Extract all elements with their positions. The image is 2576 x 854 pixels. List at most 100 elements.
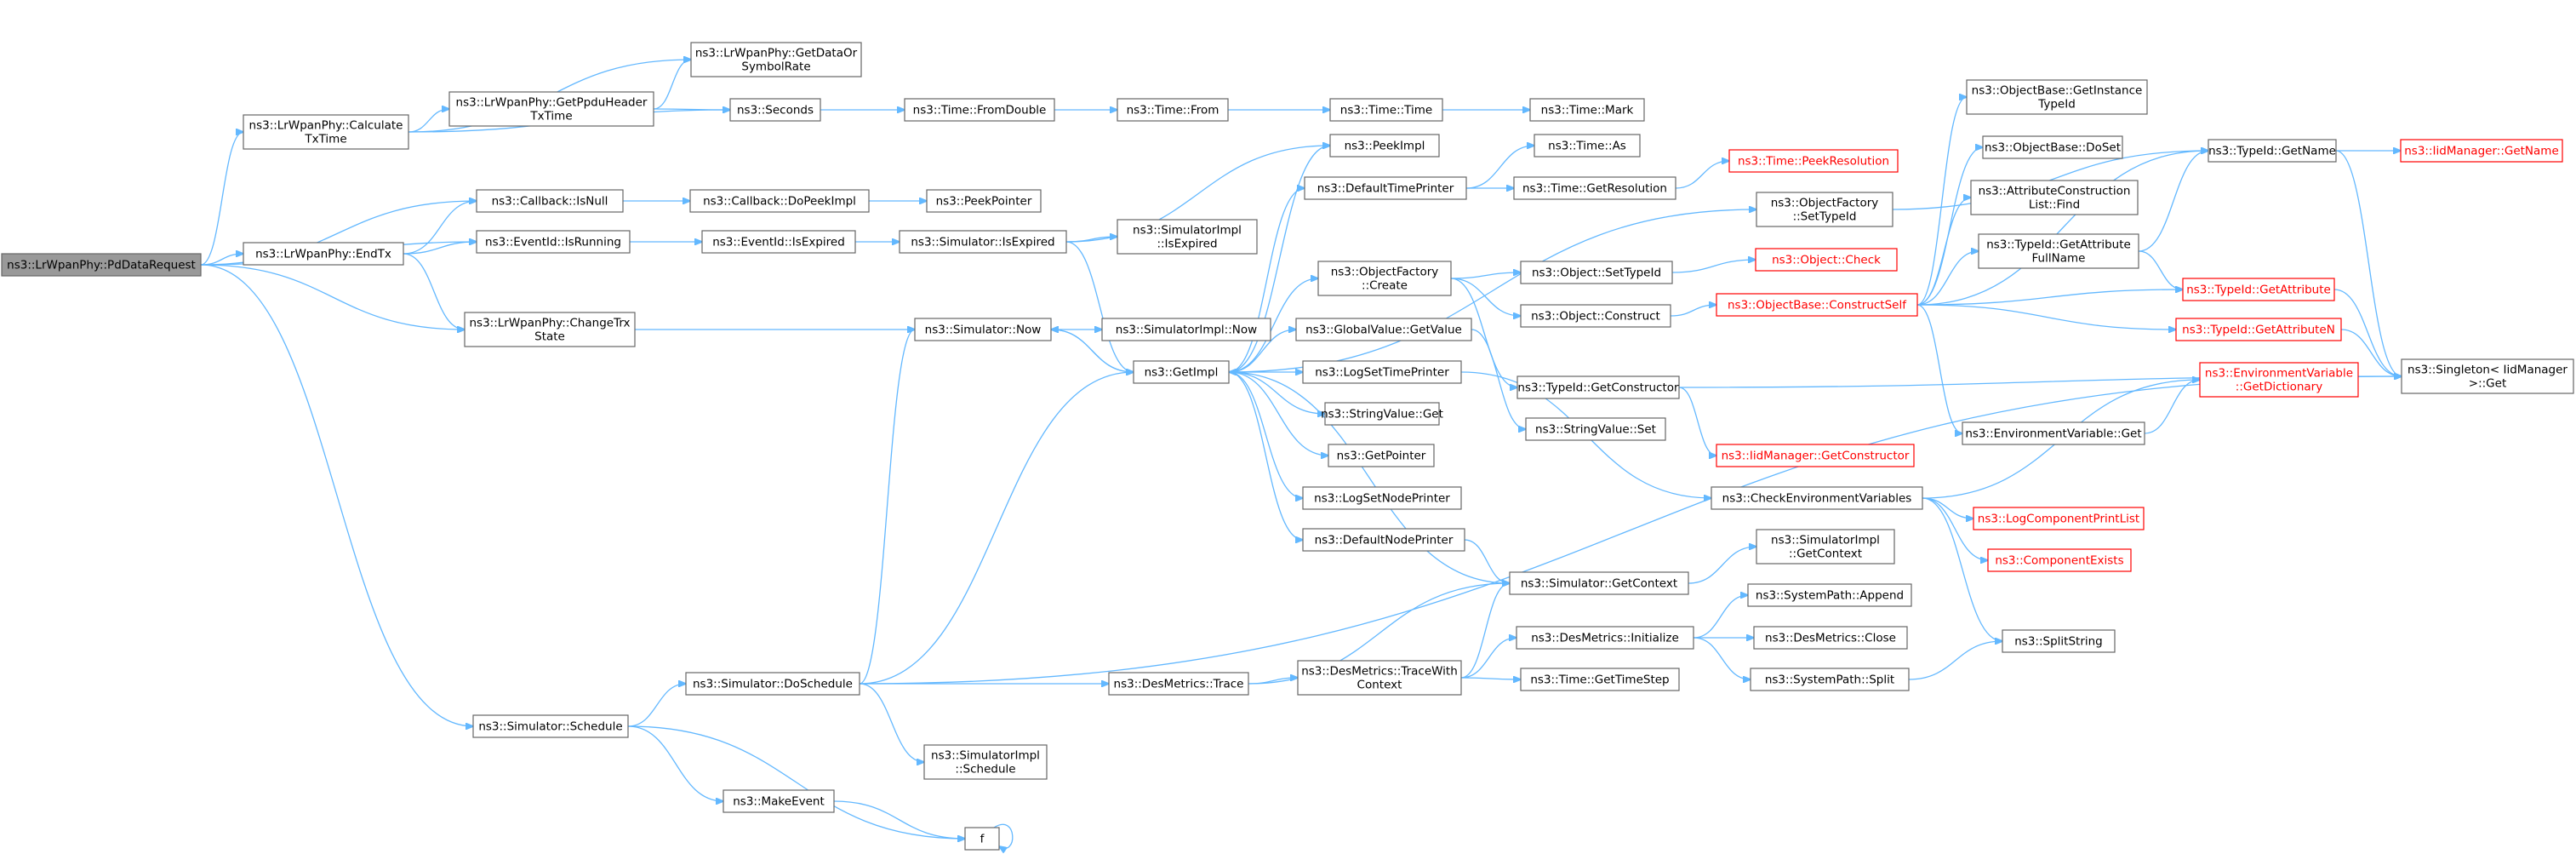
node-logsettime[interactable]: ns3::LogSetTimePrinter	[1302, 360, 1462, 384]
node-label: ns3::DefaultNodePrinter	[1315, 534, 1454, 547]
node-iidgetctor[interactable]: ns3::IidManager::GetConstructor	[1716, 444, 1915, 467]
node-singleton[interactable]: ns3::Singleton< IidManager>::Get	[2401, 358, 2574, 394]
node-label: ns3::EventId::IsRunning	[485, 236, 621, 249]
node-fromdouble[interactable]: ns3::Time::FromDouble	[904, 98, 1055, 122]
node-label: ns3::Object::Construct	[1531, 310, 1660, 324]
node-cbisnull[interactable]: ns3::Callback::IsNull	[476, 189, 624, 213]
node-getres[interactable]: ns3::Time::GetResolution	[1513, 176, 1676, 200]
edge-desinit-to-syssplit	[1693, 637, 1751, 679]
node-mark[interactable]: ns3::Time::Mark	[1529, 98, 1645, 122]
node-label: ns3::LogComponentPrintList	[1978, 513, 2139, 526]
edge-root-to-calctx	[200, 132, 243, 266]
node-box	[923, 744, 1048, 780]
node-checkenv[interactable]: ns3::CheckEnvironmentVariables	[1711, 486, 1923, 510]
node-simnow[interactable]: ns3::Simulator::Now	[914, 318, 1052, 341]
node-strset[interactable]: ns3::StringValue::Set	[1525, 417, 1666, 441]
node-seconds[interactable]: ns3::Seconds	[729, 98, 821, 122]
node-timeas[interactable]: ns3::Time::As	[1534, 134, 1641, 158]
node-objcheck[interactable]: ns3::Object::Check	[1755, 248, 1898, 272]
node-defnodeprinter[interactable]: ns3::DefaultNodePrinter	[1302, 528, 1465, 552]
node-deftimeprinter[interactable]: ns3::DefaultTimePrinter	[1304, 176, 1467, 200]
node-label: ::SetTypeId	[1793, 210, 1857, 224]
node-box	[1516, 626, 1694, 650]
node-label: TxTime	[529, 110, 572, 123]
node-ofcreate[interactable]: ns3::ObjectFactory::Create	[1317, 261, 1452, 296]
node-label: SymbolRate	[741, 60, 810, 74]
node-timetime[interactable]: ns3::Time::Time	[1329, 98, 1443, 122]
edge-root-to-simschedule	[200, 264, 473, 726]
node-obdoset[interactable]: ns3::ObjectBase::DoSet	[1982, 135, 2123, 159]
node-label: ns3::MakeEvent	[733, 795, 825, 809]
node-root[interactable]: ns3::LrWpanPhy::PdDataRequest	[1, 253, 202, 277]
node-objsettypeid[interactable]: ns3::Object::SetTypeId	[1520, 261, 1673, 284]
node-box	[690, 42, 862, 77]
node-simimplsched[interactable]: ns3::SimulatorImpl::Schedule	[923, 744, 1048, 780]
edge-obconstructself-to-tidgetname	[1916, 151, 2208, 306]
node-peekptr[interactable]: ns3::PeekPointer	[926, 189, 1042, 213]
node-tidgetattr[interactable]: ns3::TypeId::GetAttribute	[2182, 278, 2335, 301]
node-splitstring[interactable]: ns3::SplitString	[2002, 629, 2116, 653]
node-simimplisexp[interactable]: ns3::SimulatorImpl::IsExpired	[1117, 219, 1258, 255]
node-tidgetctor[interactable]: ns3::TypeId::GetConstructor	[1516, 375, 1680, 399]
node-tidgetattrn[interactable]: ns3::TypeId::GetAttributeN	[2175, 318, 2342, 341]
node-box	[2002, 629, 2116, 653]
node-from[interactable]: ns3::Time::From	[1117, 98, 1229, 122]
node-globalget[interactable]: ns3::GlobalValue::GetValue	[1295, 318, 1472, 341]
node-peekimpl[interactable]: ns3::PeekImpl	[1329, 134, 1440, 158]
node-iidgetname[interactable]: ns3::IidManager::GetName	[2400, 139, 2563, 163]
node-desinit[interactable]: ns3::DesMetrics::Initialize	[1516, 626, 1694, 650]
node-isrunning[interactable]: ns3::EventId::IsRunning	[476, 230, 631, 254]
node-peekres[interactable]: ns3::Time::PeekResolution	[1728, 149, 1899, 173]
node-makeevent[interactable]: ns3::MakeEvent	[723, 789, 835, 813]
node-label: ::GetDictionary	[2236, 381, 2322, 394]
node-obconstructself[interactable]: ns3::ObjectBase::ConstructSelf	[1716, 293, 1918, 317]
node-tidgetname[interactable]: ns3::TypeId::GetName	[2208, 139, 2337, 163]
node-label: TypeId	[2037, 98, 2076, 112]
node-simisexpired[interactable]: ns3::Simulator::IsExpired	[899, 230, 1067, 254]
node-label: FullName	[2032, 252, 2086, 266]
node-compexists[interactable]: ns3::ComponentExists	[1987, 548, 2132, 572]
node-box	[1529, 98, 1645, 122]
node-getpointer[interactable]: ns3::GetPointer	[1328, 444, 1435, 467]
node-simgetctx[interactable]: ns3::Simulator::GetContext	[1509, 571, 1689, 595]
node-label: ns3::SimulatorImpl	[1133, 224, 1242, 238]
node-gettimestep[interactable]: ns3::Time::GetTimeStep	[1520, 668, 1680, 691]
node-desclose[interactable]: ns3::DesMetrics::Close	[1753, 626, 1908, 650]
node-endtx[interactable]: ns3::LrWpanPhy::EndTx	[243, 242, 404, 266]
node-sysappend[interactable]: ns3::SystemPath::Append	[1747, 583, 1912, 607]
node-syssplit[interactable]: ns3::SystemPath::Split	[1750, 668, 1910, 691]
node-label: ns3::Time::GetResolution	[1522, 182, 1667, 196]
node-objconstruct[interactable]: ns3::Object::Construct	[1520, 304, 1671, 328]
edge-getimpl-to-logsetnode	[1228, 371, 1303, 498]
node-simimplgetctx[interactable]: ns3::SimulatorImpl::GetContext	[1756, 529, 1895, 565]
node-ofsettypeid[interactable]: ns3::ObjectFactory::SetTypeId	[1756, 192, 1893, 227]
node-simschedule[interactable]: ns3::Simulator::Schedule	[472, 714, 629, 738]
node-destrace[interactable]: ns3::DesMetrics::Trace	[1108, 672, 1249, 696]
node-label: ns3::Time::FromDouble	[913, 104, 1047, 117]
node-cbdopeek[interactable]: ns3::Callback::DoPeekImpl	[689, 189, 870, 213]
node-getimpl[interactable]: ns3::GetImpl	[1133, 360, 1230, 384]
node-strget[interactable]: ns3::StringValue::Get	[1321, 402, 1443, 426]
node-label: State	[534, 330, 565, 344]
node-logsetnode[interactable]: ns3::LogSetNodePrinter	[1302, 486, 1462, 510]
edge-tidgetctor-to-iidgetctor	[1678, 387, 1716, 456]
node-isexpiredev[interactable]: ns3::EventId::IsExpired	[701, 230, 856, 254]
node-f[interactable]: f	[964, 827, 1000, 851]
node-envgetdict[interactable]: ns3::EnvironmentVariable::GetDictionary	[2199, 362, 2359, 398]
node-label: ns3::Time::Mark	[1541, 104, 1634, 117]
node-simdoschedule[interactable]: ns3::Simulator::DoSchedule	[685, 672, 860, 696]
node-box	[1525, 417, 1666, 441]
node-label: ns3::SimulatorImpl	[931, 749, 1040, 763]
node-simimplnow[interactable]: ns3::SimulatorImpl::Now	[1101, 318, 1271, 341]
node-label: ns3::LrWpanPhy::GetDataOr	[695, 47, 858, 60]
node-logcomp[interactable]: ns3::LogComponentPrintList	[1973, 507, 2145, 530]
node-envget[interactable]: ns3::EnvironmentVariable::Get	[1962, 421, 2145, 445]
